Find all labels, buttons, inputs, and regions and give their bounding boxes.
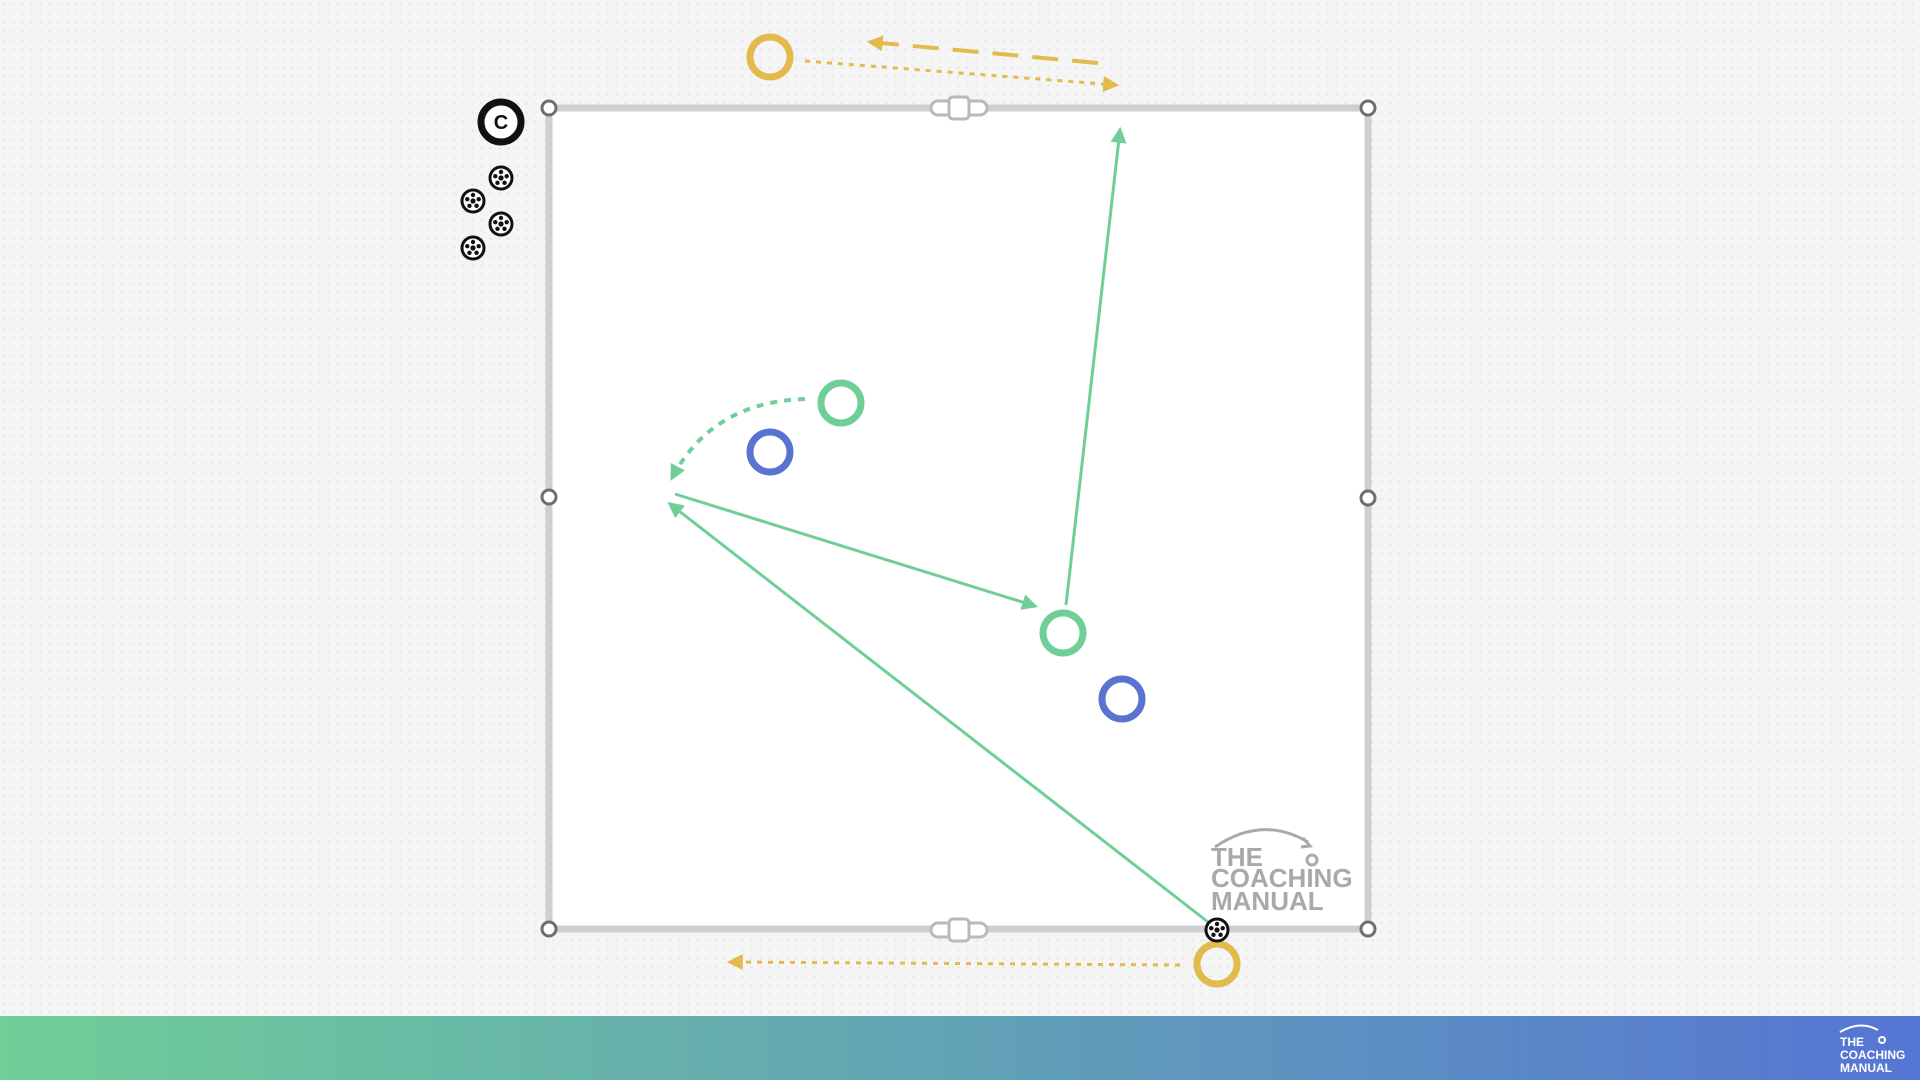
pass-arrow (1064, 126, 1127, 606)
footer-logo: THE COACHING MANUAL (1839, 1024, 1905, 1075)
soccer-ball-icon (460, 188, 486, 214)
dribble-arrow (726, 954, 1181, 971)
footer-logo-line3: MANUAL (1840, 1061, 1892, 1075)
pass-arrow (667, 502, 1209, 924)
pitch-area (549, 108, 1368, 929)
footer-logo-arc-icon (1839, 1024, 1879, 1033)
footer-logo-line1: THE (1840, 1035, 1864, 1049)
coach-icon[interactable]: C (477, 98, 525, 146)
dribble-arrow (804, 59, 1120, 92)
watermark-arc-icon (1214, 828, 1309, 849)
player-blue[interactable] (1098, 675, 1146, 723)
watermark: THE COACHING MANUAL (1211, 828, 1353, 916)
players (746, 33, 1241, 988)
corner-marker-icon (1359, 920, 1377, 938)
mini-goal-icon (929, 917, 989, 943)
run-arrow-dashed (866, 35, 1099, 65)
pass-arrow (674, 492, 1039, 610)
footer-bar: THE COACHING MANUAL (0, 1016, 1920, 1080)
player-green[interactable] (817, 379, 865, 427)
balls (460, 165, 1230, 943)
watermark-line1: THE (1211, 842, 1263, 872)
corner-marker-icons (540, 99, 1377, 938)
midpoint-marker-icon (1359, 489, 1377, 507)
soccer-ball-icon (1204, 917, 1230, 943)
footer-logo-line2: COACHING (1840, 1048, 1905, 1062)
footer-logo-dot-icon (1878, 1036, 1886, 1044)
soccer-ball-icon (460, 235, 486, 261)
corner-marker-icon (1359, 99, 1377, 117)
coach-label: C (494, 112, 508, 134)
watermark-line3: MANUAL (1211, 886, 1324, 916)
watermark-line2: COACHING (1211, 863, 1353, 893)
mini-goal-icon (929, 95, 989, 121)
corner-marker-icon (540, 920, 558, 938)
player-yellow[interactable] (1193, 940, 1241, 988)
player-green[interactable] (1039, 609, 1087, 657)
run-arrow (670, 397, 806, 481)
midpoint-marker-icon (540, 488, 558, 506)
soccer-ball-icon (488, 211, 514, 237)
player-blue[interactable] (746, 428, 794, 476)
corner-marker-icon (540, 99, 558, 117)
watermark-dot-icon (1305, 853, 1319, 867)
player-yellow[interactable] (746, 33, 794, 81)
soccer-ball-icon (488, 165, 514, 191)
